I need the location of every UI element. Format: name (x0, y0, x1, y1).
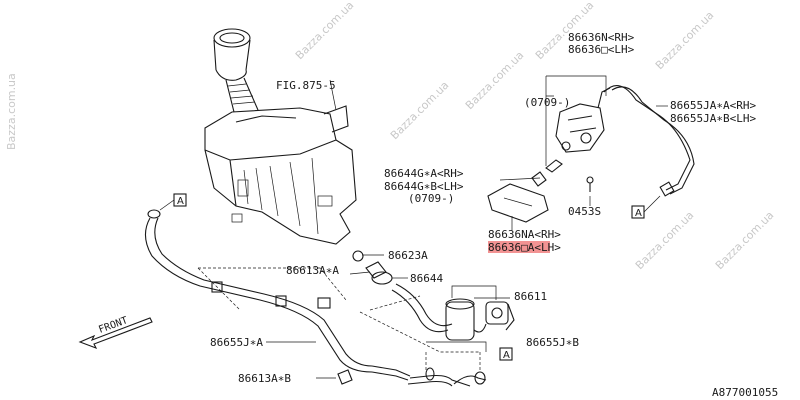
ref-marker-label: A (503, 350, 510, 361)
highlight (488, 241, 550, 253)
label-86611: 86611 (514, 290, 547, 303)
hose-lower (407, 367, 487, 387)
watermarks: Bazza.com.ua Bazza.com.ua Bazza.com.ua B… (5, 0, 776, 272)
label-0709-mid: (0709-) (408, 192, 454, 205)
ref-marker-label: A (635, 208, 642, 219)
nozzle-assembly (545, 85, 695, 197)
watermark: Bazza.com.ua (463, 49, 526, 112)
diagram-id: A877001055 (712, 386, 778, 399)
watermark: Bazza.com.ua (5, 73, 18, 150)
watermark: Bazza.com.ua (713, 209, 776, 272)
ref-marker-a: A (631, 195, 661, 219)
label-86644: 86644 (410, 272, 443, 285)
label-86623A: 86623A (388, 249, 428, 262)
part-labels: FIG.875-5 86636N<RH> 86636□<LH> (0709-) … (210, 31, 778, 399)
label-86636N: 86636N<RH> (568, 31, 635, 44)
label-86644G-B: 86644G∗B<LH> (384, 180, 464, 193)
front-arrow: FRONT (78, 315, 153, 350)
label-86636-lh: 86636□<LH> (568, 43, 635, 56)
ref-marker-a: A (499, 347, 513, 361)
bracket-cover (487, 171, 549, 223)
watermark: Bazza.com.ua (653, 9, 716, 72)
guide-lines (197, 267, 481, 372)
washer-pump (391, 283, 515, 341)
label-86655JA-B: 86655JA∗B<LH> (670, 112, 756, 125)
label-86655J-B: 86655J∗B (526, 336, 579, 349)
label-86644G-A: 86644G∗A<RH> (384, 167, 464, 180)
watermark: Bazza.com.ua (293, 0, 356, 62)
label-0453S: 0453S (568, 205, 601, 218)
hose-front (144, 209, 411, 381)
label-86655JA-A: 86655JA∗A<RH> (670, 99, 756, 112)
leader-lines (266, 75, 668, 379)
label-86613A-A: 86613A∗A (286, 264, 339, 277)
label-86613A-B: 86613A∗B (238, 372, 291, 385)
fig-ref: FIG.875-5 (276, 79, 336, 92)
clips (337, 250, 393, 385)
label-0709-top: (0709-) (524, 96, 570, 109)
label-86636NA: 86636NA<RH> (488, 228, 561, 241)
washer-tank (204, 28, 357, 245)
watermark: Bazza.com.ua (388, 79, 451, 142)
ref-marker-label: A (177, 196, 184, 207)
label-86655J-A: 86655J∗A (210, 336, 263, 349)
ref-marker-a: A (159, 193, 187, 211)
label-86636A-lh: 86636□A<LH> (488, 241, 561, 254)
